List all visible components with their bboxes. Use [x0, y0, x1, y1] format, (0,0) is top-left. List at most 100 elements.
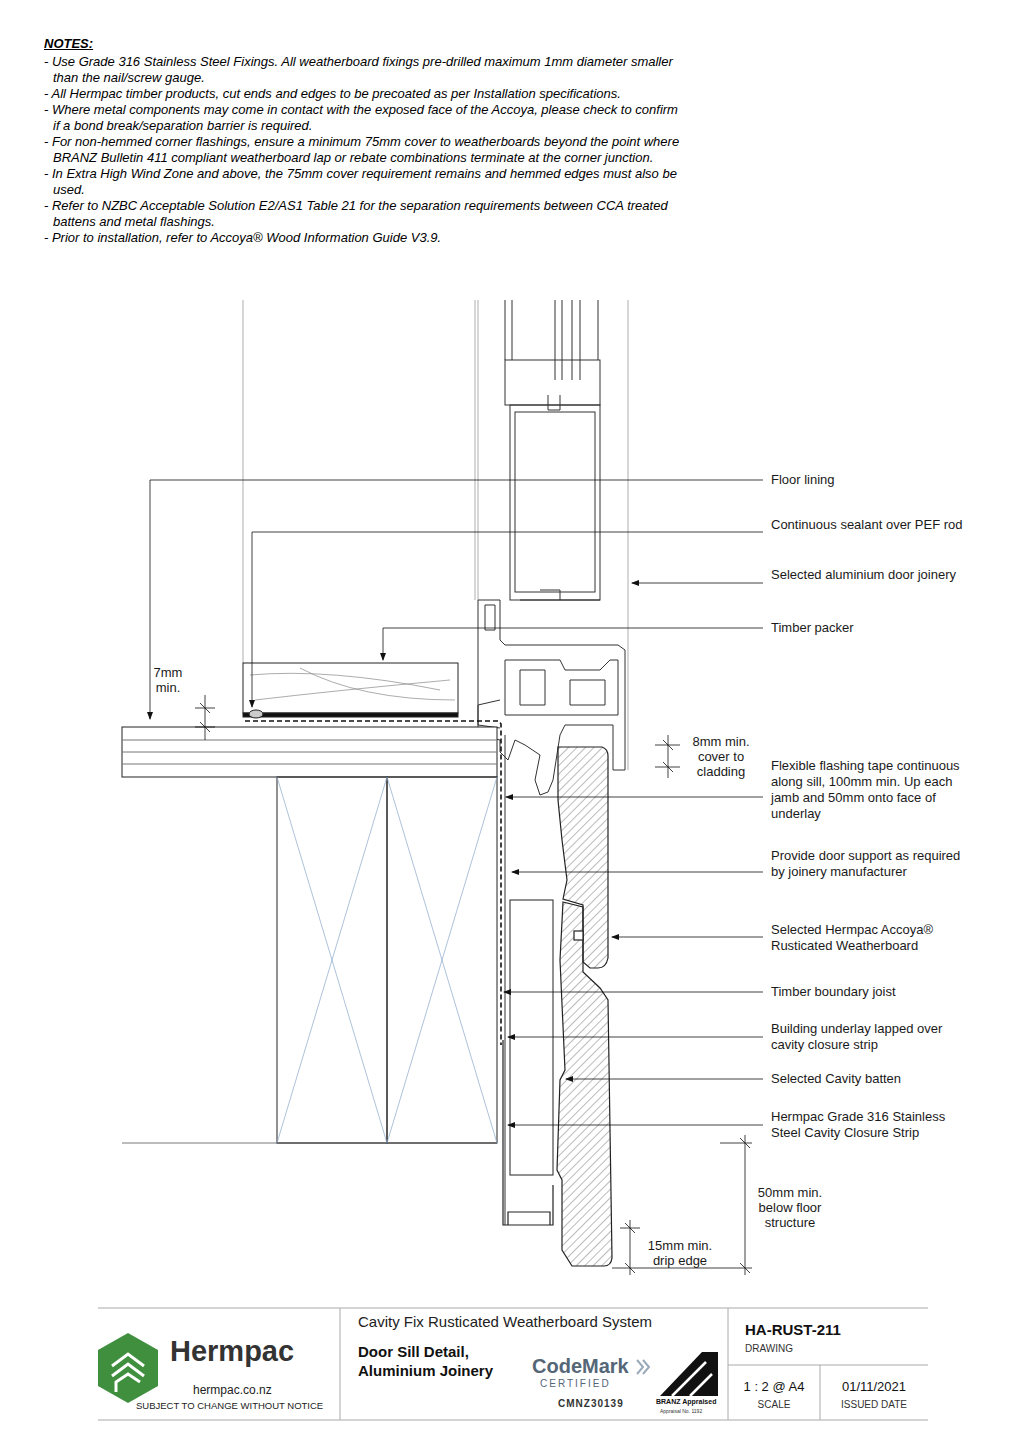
title-block-grid-part [340, 1308, 341, 1420]
callout-label: Continuous sealant over PEF rod [771, 517, 971, 533]
field-caption: DRAWING [745, 1343, 793, 1355]
dimension-lines-part [625, 1223, 635, 1273]
door-joinery-part [520, 590, 600, 600]
title-block-grid-part [98, 1420, 928, 1421]
leader-lines-part [506, 797, 763, 798]
field-caption: ISSUED DATE [820, 1399, 928, 1411]
dimension-lines-part [663, 740, 673, 772]
appraisal-number: Appraisal No. 1192 [660, 1408, 702, 1414]
dimension-lines-part [655, 735, 680, 778]
cavity-closure-strip [503, 1040, 553, 1225]
note-text: - Refer to NZBC Acceptable Solution E2/A… [44, 198, 685, 230]
title-block-grid-part [820, 1365, 821, 1420]
door-joinery-part [598, 300, 599, 360]
door-joinery-part [485, 605, 495, 630]
hermpac-logo-part [98, 1333, 158, 1403]
title-block-cell: Hermpac hermpac.co.nzSUBJECT TO CHANGE WI… [98, 1308, 340, 1420]
floor-structure-part [122, 764, 497, 765]
note-text: - All Hermpac timber products, cut ends … [44, 86, 685, 102]
floor-structure-part [122, 752, 497, 753]
callout-label: Selected Hermpac Accoya® Rusticated Weat… [771, 922, 971, 954]
hermpac-logo [98, 1333, 158, 1403]
leader-lines-part [150, 480, 763, 719]
wall-lines-part [243, 300, 244, 663]
door-joinery [478, 300, 625, 795]
callout-label: Timber boundary joist [771, 984, 971, 1000]
title-block-cell: 1 : 2 @ A4SCALE [728, 1365, 820, 1420]
date-value: 01/11/2021 [820, 1379, 928, 1395]
website: hermpac.co.nz [193, 1383, 272, 1397]
floor-structure-part [122, 740, 497, 741]
leader-lines-part [612, 937, 763, 938]
appraisal-mark: BRANZ Appraised [656, 1398, 716, 1406]
scale-value: 1 : 2 @ A4 [728, 1379, 820, 1395]
callout-label: Selected aluminium door joinery [771, 567, 971, 583]
flashing-tape [245, 721, 501, 1045]
building-underlay [505, 735, 506, 1225]
dimension-lines [195, 695, 752, 1275]
door-joinery-part [572, 300, 573, 380]
note-text: - Use Grade 316 Stainless Steel Fixings.… [44, 54, 685, 86]
leader-lines-part [508, 1037, 763, 1038]
note-text: - For non-hemmed corner flashings, ensur… [44, 134, 685, 166]
title-block-grid-part [728, 1365, 928, 1366]
leader-lines-part [508, 1125, 763, 1126]
building-underlay-part [505, 735, 506, 1225]
leader-lines-part [632, 583, 763, 584]
callout-label: Flexible flashing tape continuous along … [771, 758, 971, 822]
leader-lines-part [504, 992, 763, 993]
weatherboard [557, 747, 612, 1266]
callout-label: Hermpac Grade 316 Stainless Steel Cavity… [771, 1109, 971, 1141]
timber-packer-part [243, 713, 458, 717]
note-text: - In Extra High Wind Zone and above, the… [44, 166, 685, 198]
certification-text: CERTIFIED [540, 1378, 611, 1390]
door-joinery-part [562, 300, 563, 380]
callout-label: Building underlay lapped over cavity clo… [771, 1021, 971, 1053]
callout-label: Floor lining [771, 472, 971, 488]
branz-logo [660, 1352, 718, 1396]
cavity-closure-strip-part [503, 1040, 553, 1225]
leader-lines-part [252, 532, 763, 707]
floor-structure-part [122, 727, 497, 777]
timber-packer-part [249, 710, 263, 718]
dimension-lines-part [195, 695, 215, 740]
dimension-text: 8mm min. cover to cladding [684, 734, 758, 779]
door-joinery-part [505, 660, 618, 715]
leader-lines-part [512, 872, 763, 873]
note-text: - Where metal components may come in con… [44, 102, 685, 134]
door-joinery-part [555, 300, 556, 380]
callout-label: Timber packer [771, 620, 971, 636]
title-block-grid-part [728, 1308, 729, 1420]
hermpac-logo-part [112, 1354, 144, 1392]
flashing-tape-part [245, 721, 501, 1045]
disclaimer: SUBJECT TO CHANGE WITHOUT NOTICE [136, 1400, 323, 1411]
wall-lines-part [475, 300, 476, 600]
dimension-lines-part [200, 703, 210, 732]
door-joinery-part [515, 412, 595, 592]
door-joinery-part [520, 670, 545, 705]
weatherboard-part [574, 931, 583, 940]
dimension-lines-part [740, 1138, 750, 1273]
door-joinery-part [548, 395, 560, 410]
weatherboard-part [557, 902, 612, 1266]
timber-packer [243, 663, 458, 718]
system-name: Cavity Fix Rusticated Weatherboard Syste… [358, 1313, 652, 1331]
door-joinery-part [580, 300, 581, 380]
title-block-grid [98, 1308, 928, 1420]
title-block-cell: Cavity Fix Rusticated Weatherboard Syste… [340, 1308, 728, 1420]
cavity-batten [510, 900, 553, 1175]
dimension-lines-part [612, 1135, 752, 1275]
dimension-lines-part [620, 1220, 640, 1275]
branz-logo-part [660, 1352, 718, 1396]
door-joinery-part [510, 405, 600, 600]
note-text: - Prior to installation, refer to Accoya… [44, 230, 685, 246]
notes-heading: NOTES: [44, 36, 93, 52]
door-joinery-part [505, 300, 506, 360]
timber-packer-part [243, 663, 458, 713]
brand-name: Hermpac [170, 1334, 294, 1369]
drawing-number: HA-RUST-211 [745, 1321, 841, 1339]
title-block-cell: 01/11/2021ISSUED DATE [820, 1365, 928, 1420]
floor-structure [122, 727, 497, 1143]
codemark-chevrons-part [637, 1360, 649, 1374]
